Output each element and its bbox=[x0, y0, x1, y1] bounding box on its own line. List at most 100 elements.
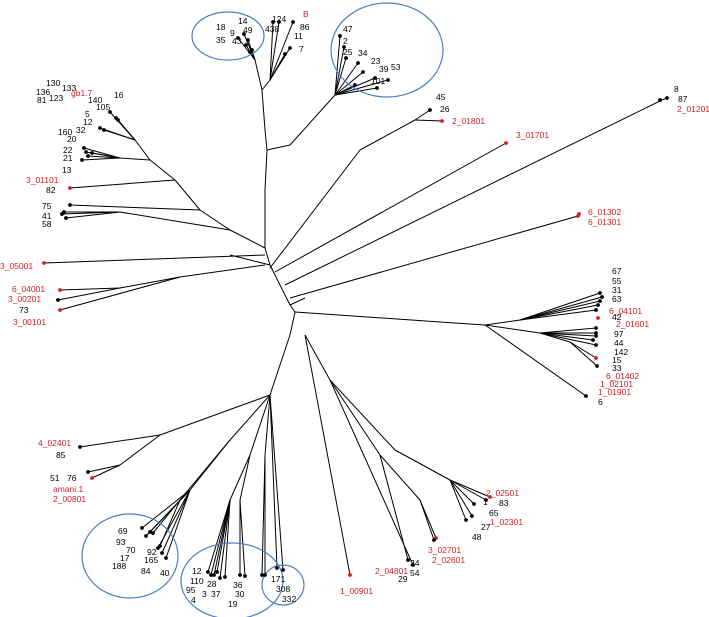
branch-line bbox=[165, 489, 191, 559]
tip-node bbox=[84, 150, 88, 154]
tip-label: 21 bbox=[63, 153, 73, 163]
tip-label: 6_04101 bbox=[609, 306, 642, 316]
branch-line bbox=[394, 449, 451, 481]
tip-label: 25 bbox=[343, 47, 353, 57]
branch-line bbox=[569, 341, 598, 367]
tip-label: 75 bbox=[42, 201, 52, 211]
tip-node bbox=[595, 364, 599, 368]
tip-node bbox=[373, 76, 377, 80]
branch-line bbox=[539, 332, 594, 341]
tip-label: 63 bbox=[612, 294, 622, 304]
tip-label: 2_04801 bbox=[375, 566, 408, 576]
branch-line bbox=[239, 454, 251, 501]
tip-label: 24 bbox=[410, 558, 420, 568]
tip-label: 3_02701 bbox=[428, 545, 461, 555]
branch-line bbox=[519, 309, 597, 321]
tip-node bbox=[212, 573, 216, 577]
branch-line bbox=[229, 229, 266, 249]
tip-label: 34 bbox=[358, 48, 368, 58]
tip-node-red bbox=[58, 308, 62, 312]
branch-line bbox=[449, 479, 491, 498]
branch-line bbox=[229, 254, 271, 266]
highlight-circle bbox=[330, 2, 444, 98]
tip-label: 1 bbox=[483, 497, 488, 507]
branch-line bbox=[304, 334, 331, 381]
tip-node bbox=[594, 331, 598, 335]
tip-node bbox=[102, 128, 106, 132]
tip-node bbox=[86, 154, 90, 158]
tip-label: 81 bbox=[37, 95, 47, 105]
tip-label: 3_01101 bbox=[26, 175, 59, 185]
tip-node bbox=[283, 52, 287, 56]
tip-node bbox=[158, 544, 162, 548]
tip-label: 12 bbox=[192, 566, 202, 576]
branch-line bbox=[329, 379, 396, 451]
tip-node bbox=[218, 576, 222, 580]
branch-line bbox=[249, 394, 271, 456]
branch-line bbox=[59, 276, 181, 311]
tip-label: 26 bbox=[440, 104, 450, 114]
highlight-circles bbox=[81, 2, 444, 617]
tip-label: 51 bbox=[50, 473, 60, 483]
tip-label: 32 bbox=[76, 125, 86, 135]
highlight-circle bbox=[81, 513, 179, 599]
branch-line bbox=[269, 394, 278, 569]
branch-line bbox=[61, 211, 121, 215]
tip-label: 42 bbox=[612, 312, 622, 322]
branch-line bbox=[414, 109, 431, 121]
branch-line bbox=[264, 247, 271, 266]
tip-label: 45 bbox=[436, 92, 446, 102]
tip-node bbox=[56, 298, 60, 302]
branch-line bbox=[289, 304, 296, 313]
tip-node-red bbox=[504, 141, 508, 145]
tip-label: 87 bbox=[678, 94, 688, 104]
tip-node bbox=[665, 96, 669, 100]
tip-node bbox=[432, 538, 436, 542]
branch-line bbox=[289, 311, 296, 336]
tip-node bbox=[140, 526, 144, 530]
tip-label: 73 bbox=[19, 305, 29, 315]
tip-node bbox=[344, 56, 348, 60]
branch-line bbox=[484, 324, 541, 334]
branch-line bbox=[87, 155, 121, 159]
branch-line bbox=[87, 464, 121, 473]
tree-nodes bbox=[42, 20, 669, 580]
branch-line bbox=[269, 53, 286, 81]
branch-line bbox=[269, 21, 274, 81]
tip-label: 6_01301 bbox=[588, 217, 621, 227]
tip-node bbox=[594, 334, 598, 338]
tip-label: 165 bbox=[144, 555, 158, 565]
tip-label: 6_01302 bbox=[588, 207, 621, 217]
branch-line bbox=[224, 499, 231, 578]
tip-node bbox=[82, 146, 86, 150]
tip-node bbox=[342, 45, 346, 49]
tip-label: 37 bbox=[211, 589, 221, 599]
tip-node bbox=[406, 558, 410, 562]
tip-label: 67 bbox=[612, 266, 622, 276]
tip-label: 86 bbox=[300, 22, 310, 32]
branch-line bbox=[334, 87, 378, 96]
tip-label: 171 bbox=[271, 574, 285, 584]
highlight-circle bbox=[180, 542, 284, 617]
tip-node bbox=[598, 291, 602, 295]
tip-label: 19 bbox=[228, 599, 238, 609]
branch-line bbox=[199, 209, 231, 231]
tip-node bbox=[236, 36, 240, 40]
branch-line bbox=[539, 332, 597, 337]
branch-line bbox=[79, 434, 161, 448]
tip-node-red bbox=[440, 119, 444, 123]
tip-node bbox=[411, 563, 415, 567]
tip-node bbox=[64, 216, 68, 220]
branch-line bbox=[334, 35, 341, 96]
branch-line bbox=[419, 499, 435, 541]
tip-label: 2 bbox=[343, 36, 348, 46]
branch-line bbox=[59, 287, 121, 291]
tip-label: 13 bbox=[62, 165, 72, 175]
tip-node bbox=[209, 573, 213, 577]
branch-line bbox=[449, 479, 475, 505]
branch-line bbox=[359, 119, 416, 151]
tip-label: 95 bbox=[186, 585, 196, 595]
branch-line bbox=[569, 341, 597, 359]
branch-line bbox=[119, 276, 181, 289]
